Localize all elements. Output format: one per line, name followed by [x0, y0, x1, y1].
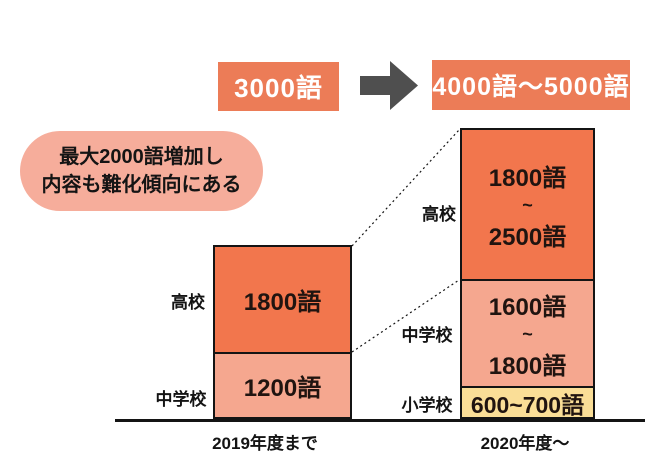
segment-2020-highschool-tilde: ~ — [522, 194, 533, 215]
callout-bubble: 最大2000語増加し 内容も難化傾向にある — [20, 131, 263, 211]
segment-2020-highschool: 1800語 ~ 2500語 — [462, 130, 593, 279]
axis-label-2020: 2020年度〜 — [480, 434, 570, 453]
segment-2020-juniorhigh: 1600語 ~ 1800語 — [462, 279, 593, 386]
total-before-label: 3000語 — [234, 73, 323, 103]
total-after-label: 4000語〜5000語 — [432, 73, 630, 101]
total-after-box: 4000語〜5000語 — [432, 60, 630, 110]
label-2020-elementary: 小学校 — [401, 396, 453, 415]
label-2019-highschool: 高校 — [171, 293, 205, 312]
stack-2019: 1800語 1200語 — [213, 245, 352, 419]
segment-2020-juniorhigh-tilde: ~ — [522, 323, 533, 344]
segment-2020-elementary: 600~700語 — [462, 386, 593, 418]
segment-2020-juniorhigh-value-top: 1600語 — [488, 293, 567, 321]
total-before-box: 3000語 — [218, 62, 339, 111]
segment-2020-highschool-value-top: 1800語 — [488, 164, 567, 192]
stack-2020: 1800語 ~ 2500語 1600語 ~ 1800語 600~700語 — [460, 128, 595, 419]
segment-2020-elementary-value: 600~700語 — [470, 391, 585, 418]
callout-line-2: 内容も難化傾向にある — [41, 174, 242, 196]
right-arrow-icon — [360, 61, 418, 110]
label-2019-juniorhigh: 中学校 — [155, 390, 207, 409]
segment-2020-juniorhigh-value-bottom: 1800語 — [488, 352, 567, 380]
segment-2020-highschool-value-bottom: 2500語 — [488, 223, 567, 251]
segment-2019-juniorhigh: 1200語 — [215, 352, 350, 417]
callout-line-1: 最大2000語増加し — [59, 146, 224, 168]
segment-2019-juniorhigh-value: 1200語 — [243, 375, 322, 402]
baseline-axis — [115, 419, 645, 422]
label-2020-juniorhigh: 中学校 — [401, 326, 453, 345]
axis-label-2019: 2019年度まで — [212, 434, 318, 453]
segment-2019-highschool: 1800語 — [215, 247, 350, 352]
segment-2019-highschool-value: 1800語 — [243, 289, 322, 316]
label-2020-highschool: 高校 — [422, 205, 456, 224]
